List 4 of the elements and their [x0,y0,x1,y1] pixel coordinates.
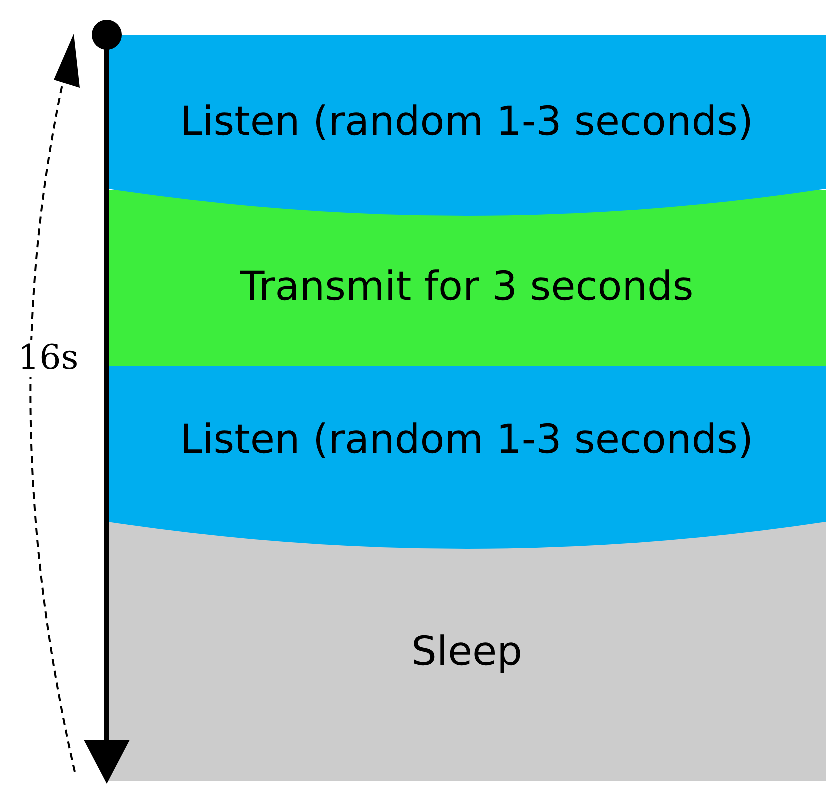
band-label: Listen (random 1-3 seconds) [180,99,754,145]
band-label: Sleep [411,629,523,675]
band-label: Transmit for 3 seconds [240,264,694,310]
band-label: Listen (random 1-3 seconds) [180,417,754,463]
